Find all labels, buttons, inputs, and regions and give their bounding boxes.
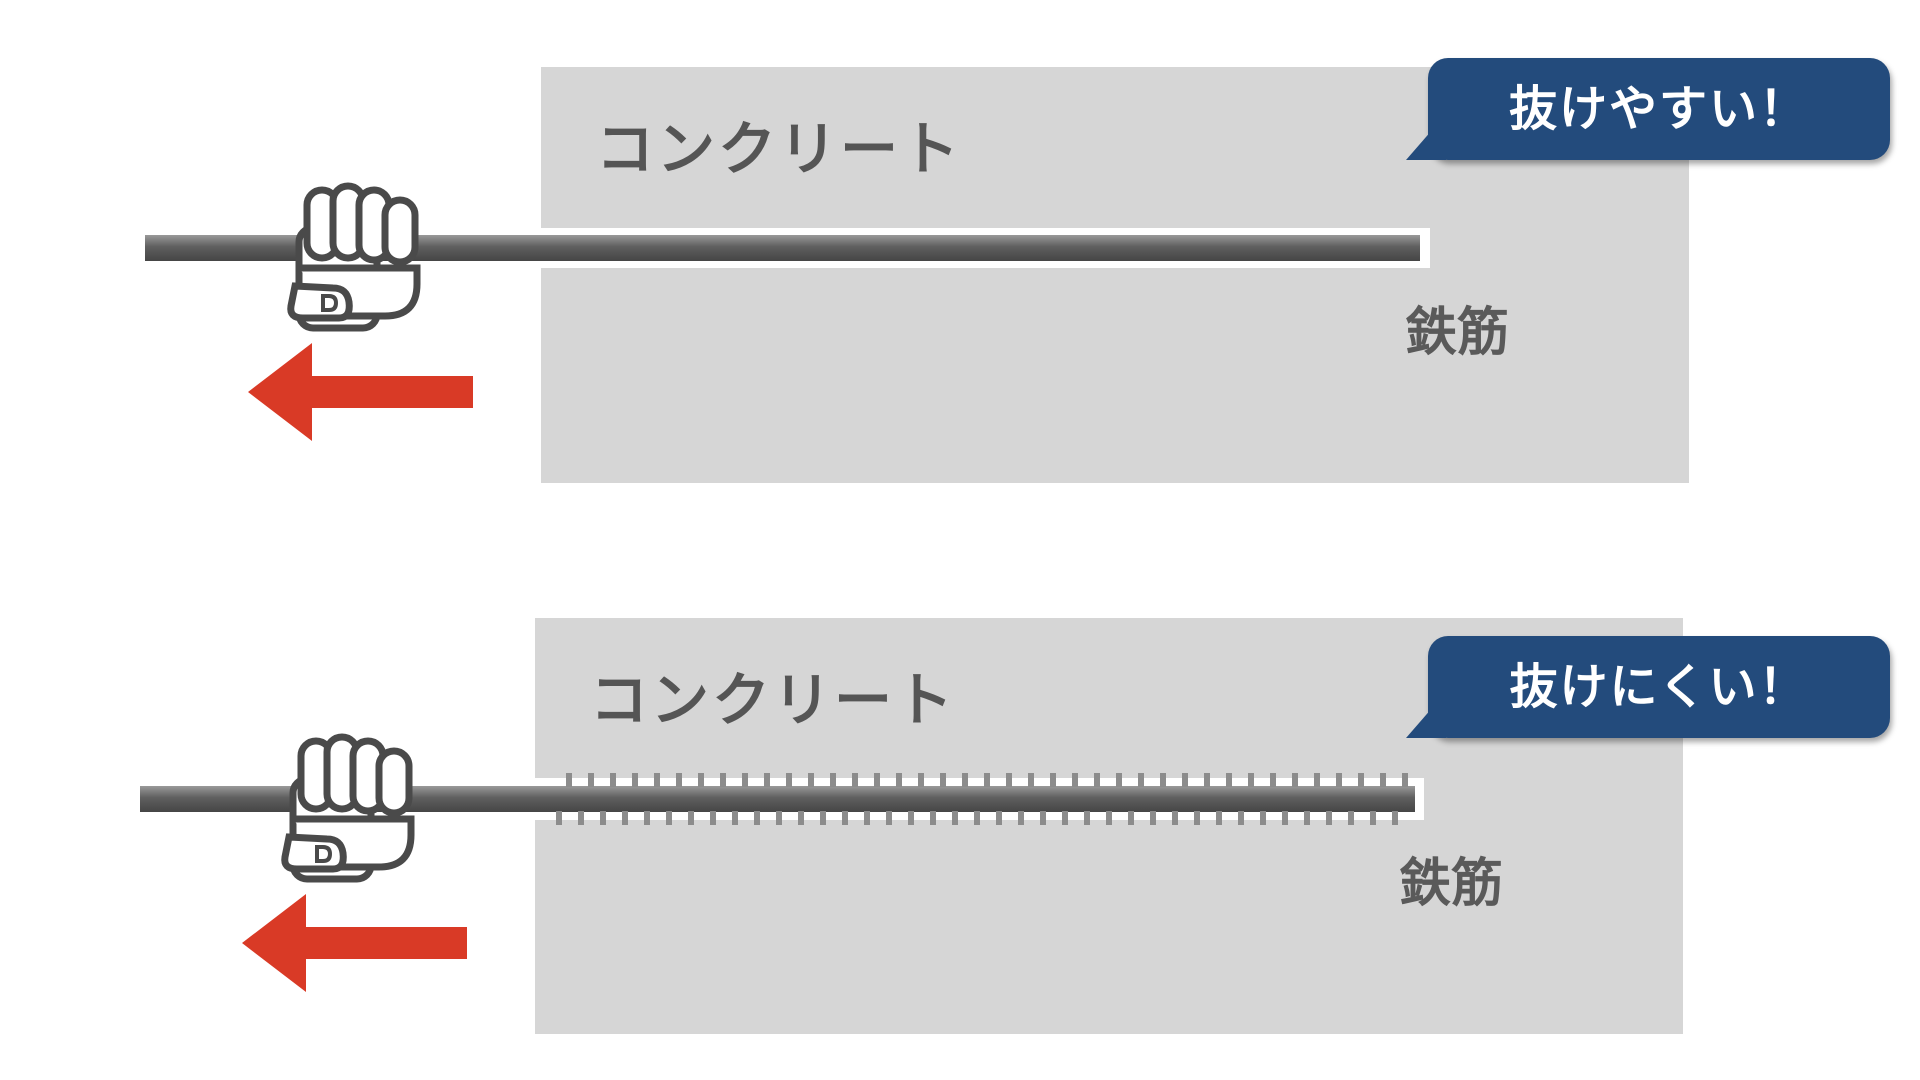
rebar-rib <box>1050 773 1056 787</box>
rebar-rib <box>1336 773 1342 787</box>
rebar-rib <box>940 773 946 787</box>
fist-icon <box>287 182 421 332</box>
rebar-rib <box>1292 773 1298 787</box>
rebar-rib <box>666 811 672 825</box>
rebar-rib <box>974 811 980 825</box>
rebar-rib <box>1084 811 1090 825</box>
bubble-text-2: 抜けにくい！ <box>1509 659 1809 715</box>
rebar-rib <box>1314 773 1320 787</box>
concrete-label-2: コンクリート <box>590 666 957 734</box>
arrow-left-icon <box>242 894 467 992</box>
rebar-rib <box>962 773 968 787</box>
rebar-rib <box>1216 811 1222 825</box>
rebar-rib <box>1006 773 1012 787</box>
rebar-rib <box>1072 773 1078 787</box>
rebar-rib <box>1380 773 1386 787</box>
rebar-rib <box>764 773 770 787</box>
rebar-rib <box>1116 773 1122 787</box>
rebar-rib <box>742 773 748 787</box>
concrete-label-1: コンクリート <box>596 115 963 183</box>
rebar-rib <box>632 773 638 787</box>
rebar-rib <box>1194 811 1200 825</box>
rebar-rib <box>654 773 660 787</box>
rebar-rib <box>852 773 858 787</box>
rebar-rib <box>918 773 924 787</box>
rebar-rib <box>556 811 562 825</box>
rebar-rib <box>1018 811 1024 825</box>
fist-icon <box>281 733 415 883</box>
rebar-rib <box>644 811 650 825</box>
rebar-rib <box>1348 811 1354 825</box>
rebar-rib <box>874 773 880 787</box>
rebar-rib <box>1270 773 1276 787</box>
rebar-rib <box>1094 773 1100 787</box>
rebar-rib <box>1204 773 1210 787</box>
rebar-rib <box>1106 811 1112 825</box>
rebar-rib <box>1392 811 1398 825</box>
rebar-ribs <box>556 773 1408 825</box>
bubble-text-1: 抜けやすい！ <box>1508 81 1809 137</box>
rebar-rib <box>930 811 936 825</box>
rebar-rib <box>1128 811 1134 825</box>
rebar-rib <box>754 811 760 825</box>
rebar-rib <box>1402 773 1408 787</box>
rebar-rib <box>1172 811 1178 825</box>
rebar-rib <box>776 811 782 825</box>
rebar-rib <box>588 773 594 787</box>
rebar-rib <box>984 773 990 787</box>
rebar-label-1: 鉄筋 <box>1405 303 1510 363</box>
rebar-rib <box>996 811 1002 825</box>
rebar-rib <box>1182 773 1188 787</box>
rebar-rib <box>676 773 682 787</box>
rebar-rib <box>864 811 870 825</box>
rebar-rib <box>830 773 836 787</box>
rebar-rib <box>1304 811 1310 825</box>
rebar-rib <box>720 773 726 787</box>
rebar-rib <box>1226 773 1232 787</box>
bubble-tail-2 <box>1406 692 1446 738</box>
rebar-rib <box>798 811 804 825</box>
rebar-rib <box>698 773 704 787</box>
rebar-rib <box>786 773 792 787</box>
rebar-rib <box>732 811 738 825</box>
rebar-rib <box>610 773 616 787</box>
rebar-rib <box>600 811 606 825</box>
rebar-rib <box>1150 811 1156 825</box>
rebar-rib <box>688 811 694 825</box>
rebar-rib <box>842 811 848 825</box>
rebar-rib <box>710 811 716 825</box>
bubble-tail-1 <box>1406 114 1446 160</box>
rebar-rib <box>820 811 826 825</box>
rebar-rib <box>566 773 572 787</box>
rebar-rib <box>1282 811 1288 825</box>
rebar-rib <box>622 811 628 825</box>
rebar-rib <box>1028 773 1034 787</box>
rebar-rib <box>1260 811 1266 825</box>
rebar-rib <box>886 811 892 825</box>
rebar-rib <box>1238 811 1244 825</box>
rebar-rib <box>808 773 814 787</box>
rebar-rib <box>578 811 584 825</box>
rebar-rib <box>1040 811 1046 825</box>
rebar-rib <box>1248 773 1254 787</box>
rebar-rib <box>952 811 958 825</box>
rebar-rib <box>1160 773 1166 787</box>
rebar-rib <box>908 811 914 825</box>
rebar-rib <box>1326 811 1332 825</box>
rebar-rib <box>1062 811 1068 825</box>
rebar-rib <box>1138 773 1144 787</box>
rebar-label-2: 鉄筋 <box>1399 854 1504 914</box>
arrow-left-icon <box>248 343 473 441</box>
rebar-rib <box>1370 811 1376 825</box>
rebar-rib <box>1358 773 1364 787</box>
rebar-rib <box>896 773 902 787</box>
